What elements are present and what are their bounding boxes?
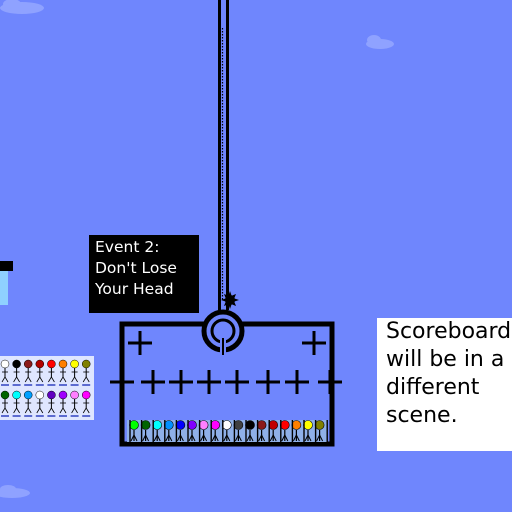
palette-figure xyxy=(0,359,10,386)
contestant-figure xyxy=(152,420,162,442)
palette-figure xyxy=(35,359,45,386)
palette-figure xyxy=(23,359,33,386)
palette-figure xyxy=(47,359,56,386)
plus-marker xyxy=(256,370,280,394)
contestant-figure xyxy=(175,420,186,442)
palette-figure xyxy=(81,390,91,417)
rope xyxy=(218,0,229,310)
cloud-left xyxy=(0,0,44,14)
contestant-figure xyxy=(279,420,290,442)
ring-hook xyxy=(201,309,245,356)
contestant-figure xyxy=(198,420,209,442)
contestant-figure xyxy=(291,420,302,442)
notice-line-4: scene. xyxy=(386,403,458,428)
side-block xyxy=(0,261,13,305)
palette-figure xyxy=(35,390,45,417)
plus-marker xyxy=(128,331,152,355)
event-name-line1: Don't Lose xyxy=(95,259,177,277)
notice-line-3: different xyxy=(386,375,480,400)
plus-marker xyxy=(285,370,309,394)
plus-markers xyxy=(110,331,342,394)
contestant-figure xyxy=(256,420,267,442)
plus-marker xyxy=(318,370,342,394)
notice-line-1: Scoreboard xyxy=(386,319,512,344)
plus-marker xyxy=(141,370,165,394)
contestant-palette xyxy=(0,356,94,420)
plus-marker xyxy=(302,331,326,355)
palette-figure xyxy=(70,359,79,386)
contestant-pit xyxy=(127,420,328,444)
palette-figure xyxy=(0,390,10,417)
palette-figure xyxy=(12,359,21,386)
palette-figure xyxy=(58,390,68,417)
event-title: Event 2: xyxy=(95,238,160,256)
contestant-figure xyxy=(210,420,220,442)
palette-figure xyxy=(81,359,91,386)
palette-figure xyxy=(12,390,21,417)
plus-marker xyxy=(225,370,249,394)
palette-figure xyxy=(47,390,56,417)
event-card: Event 2: Don't Lose Your Head xyxy=(89,235,199,313)
plus-marker xyxy=(197,370,221,394)
plus-marker xyxy=(169,370,193,394)
plus-marker xyxy=(110,370,134,394)
palette-figure xyxy=(70,390,79,417)
contestant-figure xyxy=(245,420,255,442)
contestant-figure xyxy=(129,420,139,442)
scoreboard-notice: Scoreboard will be in a different scene. xyxy=(377,318,512,451)
notice-line-2: will be in a xyxy=(386,347,505,372)
event-name-line2: Your Head xyxy=(95,280,174,298)
palette-figure xyxy=(58,359,68,386)
palette-figure xyxy=(23,390,33,417)
contestant-figure xyxy=(303,420,313,442)
contestant-figure xyxy=(187,420,197,442)
cloud-right xyxy=(366,35,394,49)
contestant-figure xyxy=(268,420,279,442)
cloud-bottom xyxy=(0,485,30,498)
spike-ball-icon xyxy=(221,291,239,309)
